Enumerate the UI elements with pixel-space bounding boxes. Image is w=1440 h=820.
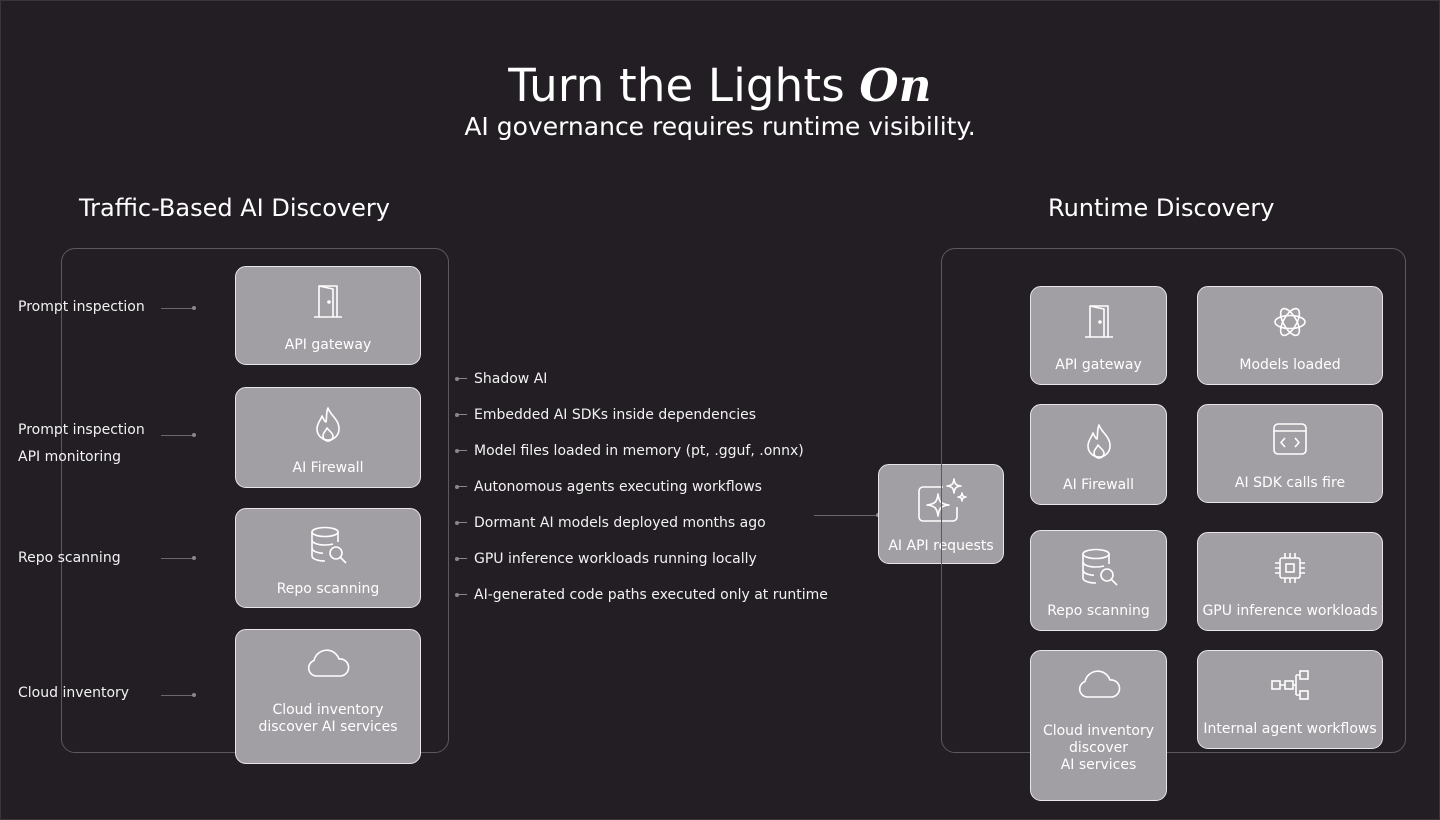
right-card-cloud-inventory: Cloud inventory discover AI services	[1030, 650, 1167, 801]
side-label-cloud-inventory: Cloud inventory	[18, 685, 130, 701]
list-bullet	[455, 521, 459, 525]
cloud-icon	[1031, 667, 1166, 701]
card-label: AI SDK calls fire	[1234, 475, 1346, 491]
card-label-line: Cloud inventory	[272, 702, 384, 718]
list-bullet	[455, 449, 459, 453]
openai-logo-icon	[1198, 303, 1382, 341]
database-search-icon	[236, 525, 420, 565]
connector-dot	[192, 306, 196, 310]
door-icon	[1031, 303, 1166, 339]
title-main: Turn the Lights	[508, 59, 845, 112]
connector-dot	[192, 433, 196, 437]
side-label-prompt-inspection: Prompt inspection	[18, 299, 145, 315]
visibility-item: Dormant AI models deployed months ago	[474, 515, 766, 531]
left-card-cloud-inventory: Cloud inventory discover AI services	[235, 629, 421, 764]
list-bullet	[455, 485, 459, 489]
visibility-item: Embedded AI SDKs inside dependencies	[474, 407, 757, 423]
connector-line	[814, 515, 878, 516]
card-label: Repo scanning	[276, 581, 380, 597]
card-label-line: discover AI services	[258, 719, 398, 735]
code-window-icon	[1198, 422, 1382, 456]
side-label-prompt-inspection-2: Prompt inspection	[18, 422, 145, 438]
visibility-item: GPU inference workloads running locally	[474, 551, 757, 567]
sparkle-icon	[879, 477, 1003, 527]
side-label-api-monitoring: API monitoring	[18, 449, 122, 465]
right-card-ai-sdk-calls: AI SDK calls fire	[1197, 404, 1383, 503]
right-card-internal-agent-workflows: Internal agent workflows	[1197, 650, 1383, 749]
list-bullet	[455, 377, 459, 381]
connector-line	[161, 695, 193, 696]
card-label: API gateway	[284, 337, 372, 353]
list-bullet	[455, 557, 459, 561]
header: Turn the Lights On AI governance require…	[0, 58, 1440, 142]
card-label-line: discover	[1069, 740, 1128, 756]
runtime-panel	[941, 248, 1406, 753]
card-label: AI Firewall	[292, 460, 364, 476]
page-title: Turn the Lights On	[0, 58, 1440, 114]
right-section-title: Runtime Discovery	[1048, 194, 1275, 222]
left-section-title: Traffic-Based AI Discovery	[79, 194, 390, 222]
card-label: AI Firewall	[1063, 477, 1134, 493]
door-icon	[236, 283, 420, 319]
left-card-ai-firewall: AI Firewall	[235, 387, 421, 488]
card-label: Internal agent workflows	[1203, 721, 1377, 737]
list-tick	[458, 450, 467, 451]
flame-icon	[1031, 423, 1166, 461]
card-label: API gateway	[1055, 357, 1142, 373]
right-card-gpu-inference: GPU inference workloads	[1197, 532, 1383, 631]
page-subtitle: AI governance requires runtime visibilit…	[464, 112, 976, 141]
list-tick	[458, 486, 467, 487]
right-card-ai-firewall: AI Firewall	[1030, 404, 1167, 505]
card-label: Repo scanning	[1047, 603, 1150, 619]
card-label-line: Cloud inventory	[1042, 723, 1155, 739]
list-bullet	[455, 593, 459, 597]
connector-line	[161, 558, 193, 559]
card-label-multiline: Cloud inventory discover AI services	[1035, 723, 1162, 774]
connector-line	[161, 435, 193, 436]
side-label-repo-scanning: Repo scanning	[18, 550, 121, 566]
flame-icon	[236, 406, 420, 444]
left-card-api-gateway: API gateway	[235, 266, 421, 365]
right-card-api-gateway: API gateway	[1030, 286, 1167, 385]
database-search-icon	[1031, 547, 1166, 587]
card-label: Models loaded	[1239, 357, 1341, 373]
connector-dot	[192, 556, 196, 560]
visibility-item: AI-generated code paths executed only at…	[474, 587, 828, 603]
list-tick	[458, 378, 467, 379]
cloud-icon	[236, 646, 420, 680]
connector-dot	[192, 693, 196, 697]
left-card-repo-scanning: Repo scanning	[235, 508, 421, 608]
list-tick	[458, 522, 467, 523]
list-tick	[458, 594, 467, 595]
list-bullet	[455, 413, 459, 417]
card-label-multiline: Cloud inventory discover AI services	[240, 702, 416, 736]
connector-line	[161, 308, 193, 309]
card-label-line: AI services	[1060, 757, 1137, 773]
right-card-models-loaded: Models loaded	[1197, 286, 1383, 385]
workflow-tree-icon	[1198, 669, 1382, 701]
visibility-item: Model files loaded in memory (pt, .gguf,…	[474, 443, 804, 459]
visibility-item: Autonomous agents executing workflows	[474, 479, 762, 495]
list-tick	[458, 414, 467, 415]
chip-icon	[1198, 550, 1382, 586]
visibility-item: Shadow AI	[474, 371, 548, 387]
title-emphasis: On	[859, 59, 932, 112]
list-tick	[458, 558, 467, 559]
right-card-repo-scanning: Repo scanning	[1030, 530, 1167, 631]
card-label: GPU inference workloads	[1202, 603, 1378, 619]
